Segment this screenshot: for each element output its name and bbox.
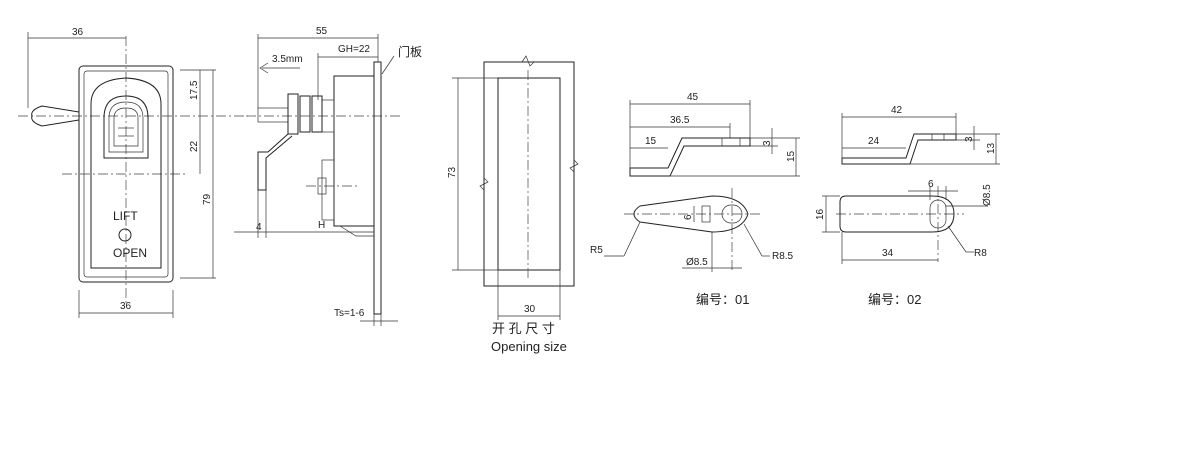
dim-cam02-13: 13 [986,142,997,154]
dim-cam02-24: 24 [868,136,880,147]
dim-cam02-34: 34 [882,248,894,259]
dim-cam01-r5: R5 [590,245,603,256]
dim-front-width-bottom: 36 [120,301,132,312]
dim-cam02-42: 42 [891,105,903,116]
dim-cam02-d8-5: Ø8.5 [982,184,993,206]
dim-cam01-45: 45 [687,92,699,103]
dim-side-h: H [318,220,325,231]
front-label-open: OPEN [113,246,147,260]
opening-caption-cn: 开 孔 尺 寸 [492,321,555,336]
dim-side-55: 55 [316,26,328,37]
dim-side-4: 4 [256,222,262,233]
dim-cam01-d8-5: Ø8.5 [686,257,708,268]
dim-opening-73: 73 [447,166,458,178]
opening-caption-en: Opening size [491,339,567,354]
dim-cam01-15-left: 15 [645,136,657,147]
dim-cam01-36-5: 36.5 [670,115,690,126]
front-label-lift: LIFT [113,209,138,223]
dim-front-79: 79 [202,193,213,205]
dim-side-ts: Ts=1-6 [334,308,365,319]
dim-cam02-6: 6 [928,179,934,190]
door-panel-label: 门板 [398,44,422,59]
dim-opening-30: 30 [524,304,536,315]
dim-front-22: 22 [189,140,200,152]
dim-cam02-r8: R8 [974,248,987,259]
dim-cam02-16: 16 [815,208,826,220]
dim-cam02-3: 3 [964,136,975,142]
cam-02: 42 24 3 13 6 Ø8.5 16 34 [815,105,1000,307]
opening-view: 73 30 开 孔 尺 寸 Opening size [447,55,579,354]
side-view: 55 GH=22 门板 3.5mm 4 H Ts=1-6 [234,26,422,326]
dim-side-3-5mm: 3.5mm [272,54,303,65]
dim-cam01-15-right: 15 [786,150,797,162]
cam01-caption: 编号：01 [696,292,749,307]
front-view: LIFT OPEN 36 36 17.5 22 79 [18,27,248,318]
cam-01: 45 36.5 15 3 15 6 R5 Ø8.5 R8 [590,92,800,307]
dim-cam01-6: 6 [683,214,694,220]
dim-front-17-5: 17.5 [189,80,200,100]
dim-cam01-3: 3 [762,140,773,146]
cam02-caption: 编号：02 [868,292,921,307]
dim-front-width-top: 36 [72,27,84,38]
open-circle-icon [118,228,132,242]
dim-cam01-r8-5: R8.5 [772,251,794,262]
dim-side-gh: GH=22 [338,44,370,55]
